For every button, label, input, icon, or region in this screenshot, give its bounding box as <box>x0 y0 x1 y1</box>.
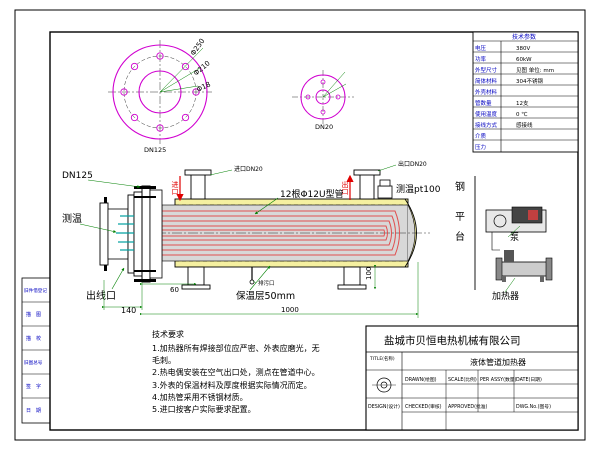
spec-row-label: 简体材料 <box>475 77 498 85</box>
spec-row-label: 介质 <box>475 132 487 140</box>
spec-row-label: 外型尺寸 <box>475 66 498 74</box>
drawing-border <box>49 31 579 431</box>
drawn-label: DRAWN(绘图) <box>405 376 437 383</box>
scale-label: SCALE(比例) <box>448 376 477 383</box>
inset-label: 台 <box>455 230 465 243</box>
flange-icon <box>108 40 212 144</box>
spec-row-value: 0 ℃ <box>516 111 527 118</box>
spec-table: 技术参数 <box>472 31 579 153</box>
sidebar-item: 旧图总号 <box>24 359 43 366</box>
notes-line: 3.外表的保温材料及厚度根据实际情况而定。 <box>152 380 312 390</box>
sidebar-item: 描 图 <box>26 311 41 318</box>
spec-row-label: 管数量 <box>475 99 492 107</box>
spec-rows: 电压 380V 功率 60kW 外型尺寸 见图 单位: mm 简体材料 304不锈钢外壳材料管… <box>475 44 554 151</box>
outer-frame <box>14 9 586 441</box>
notes-line: 4.加热管采用不锈钢材质。 <box>152 392 248 402</box>
temp-right-label: 测温pt100 <box>396 184 441 195</box>
inlet-nozzle <box>176 169 212 202</box>
spec-row-value: 380V <box>516 46 530 52</box>
dim-1000: 1000 <box>281 306 299 314</box>
dim-140: 140 <box>121 306 136 315</box>
per-assy-label: PER ASSY(数量) <box>480 376 517 383</box>
notes-line: 1.加热器所有焊接部位应严密、外表应磨光，无 <box>152 343 320 353</box>
dwg-label: DWG.No.(图号) <box>516 404 551 410</box>
projection-symbol-icon <box>372 377 396 393</box>
dn125-label: DN125 <box>62 171 93 181</box>
design-label: DESIGN(设计) <box>368 403 400 410</box>
dim-60: 60 <box>170 286 179 294</box>
title-label: TITLE(名称) <box>369 355 395 362</box>
temp-left-label: 测温 <box>62 212 82 225</box>
technical-notes: 技术要求 1.加热器所有焊接部位应严密、外表应磨光，无 毛刺。 2.热电偶安装在… <box>152 329 320 414</box>
flange-label: DN125 <box>144 146 166 154</box>
flange-icon <box>292 70 354 124</box>
pump-label: 泵 <box>510 232 519 243</box>
dimension-lines <box>101 262 419 318</box>
outlet-label: 出口DN20 <box>398 160 427 168</box>
spec-row-value: 见图 单位: mm <box>516 66 554 74</box>
support-legs <box>181 266 367 290</box>
notes-line: 5.进口按客户实际要求配置。 <box>152 404 256 414</box>
approved-label: APPROVED(批准) <box>448 403 488 410</box>
spec-row-label: 功率 <box>475 55 487 63</box>
spec-row-value: 60kW <box>516 57 532 63</box>
heater-assembly-icon <box>495 250 553 282</box>
spec-row-label: 电压 <box>475 44 487 52</box>
spec-row-value: 感接线 <box>516 121 533 129</box>
sidebar-item: 日 期 <box>26 408 41 414</box>
inlet-arrow-label: 进口 <box>171 181 179 195</box>
exhaust-label: 排污口 <box>258 279 275 287</box>
inset-label: 平 <box>455 212 465 223</box>
notes-title: 技术要求 <box>152 329 184 339</box>
wiring-label: 出线口 <box>86 289 116 302</box>
checked-label: CHECKED(审核) <box>405 403 442 410</box>
spec-row-value: 304不锈钢 <box>516 77 543 85</box>
pump-icon <box>485 206 547 233</box>
spec-title: 技术参数 <box>512 33 536 41</box>
sidebar-item: 描 校 <box>26 335 41 342</box>
flange-dim: Φ210 <box>192 59 212 77</box>
heater-flange-assembly <box>99 185 163 283</box>
insulation-label: 保温层50mm <box>236 290 295 302</box>
notes-line: 2.热电偶安装在空气出口处，测点在管道中心。 <box>152 367 320 377</box>
sidebar-item: 旧件借登记 <box>24 287 47 294</box>
vessel-body <box>140 198 430 268</box>
flange-label: DN20 <box>315 123 333 131</box>
spec-row-label: 接线方式 <box>475 121 498 129</box>
sidebar-registry: 旧件借登记 描 图 描 校 旧图总号 签 字 日 期 <box>21 277 51 424</box>
drawing-title: 液体管道加热器 <box>470 357 526 367</box>
spec-row-label: 压力 <box>475 143 486 151</box>
system-inset: 钢 平 台 泵 加热器 <box>455 176 553 302</box>
tubes-label: 12根Φ12U型管 <box>280 188 344 200</box>
outlet-arrow-label: 出口 <box>341 180 349 195</box>
sidebar-item: 签 字 <box>26 383 41 390</box>
dim-100: 100 <box>365 267 373 280</box>
spec-row-value: 12支 <box>516 99 529 107</box>
heater-label: 加热器 <box>492 290 519 302</box>
notes-line: 毛刺。 <box>152 355 176 365</box>
spec-row-label: 使用温度 <box>475 110 498 118</box>
outlet-nozzle <box>346 169 381 200</box>
temp-sensor-right <box>377 179 393 199</box>
inlet-label: 进口DN20 <box>234 165 263 173</box>
u-tubes <box>150 210 400 256</box>
date-label: DATE(日期) <box>516 377 542 383</box>
flange-dim: Φ250 <box>189 37 206 57</box>
company-name: 盐城市贝恒电热机械有限公司 <box>384 334 521 347</box>
spec-row-label: 外壳材料 <box>475 88 498 96</box>
title-block: 盐城市贝恒电热机械有限公司 TITLE(名称) 液体管道加热器 DRAWN(绘图… <box>365 325 579 431</box>
inset-label: 钢 <box>455 180 465 193</box>
